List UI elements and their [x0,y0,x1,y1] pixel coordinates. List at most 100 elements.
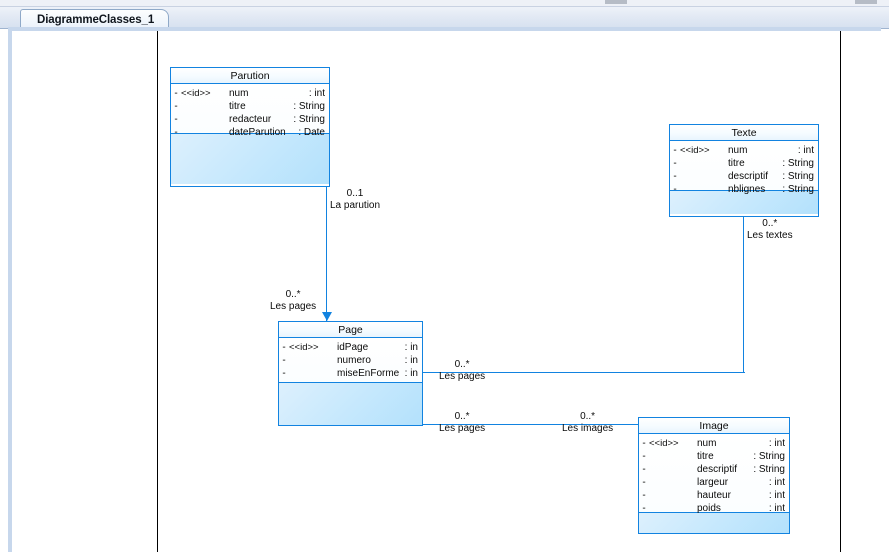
attribute-row: - dateParution : Date [171,126,329,139]
attribute-visibility: - [673,158,677,169]
attribute-name: titre [728,158,745,169]
tab-bar: DiagrammeClasses_1 [0,7,889,30]
class-attributes-image: - <<id>> num : int - titre : String - de… [639,434,789,514]
attribute-row: - <<id>> idPage : in [279,341,422,354]
attribute-name: titre [229,101,246,112]
arrow-parution-page [322,312,332,321]
assoc-multiplicity: 0..* [454,359,470,370]
assoc-multiplicity: 0..1 [346,188,364,199]
assoc-label-les-images[interactable]: 0..* Les images [562,411,613,435]
attribute-row: - titre : String [639,450,789,463]
assoc-label-les-pages-top[interactable]: 0..* Les pages [270,289,316,313]
attribute-name: poids [697,503,721,514]
tab-label: DiagrammeClasses_1 [37,14,155,26]
attribute-row: - nblignes : String [670,183,818,196]
attribute-type: : int [768,477,785,488]
attribute-type: : in [404,368,418,379]
class-operations-parution [171,134,329,184]
class-box-page[interactable]: Page - <<id>> idPage : in - numero : in … [278,321,423,426]
diagram-canvas[interactable]: Parution - <<id>> num : int - titre : St… [12,31,889,552]
class-box-texte[interactable]: Texte - <<id>> num : int - titre : Strin… [669,124,819,217]
attribute-type: : int [768,438,785,449]
attribute-name: numero [337,355,371,366]
attribute-visibility: - [174,88,178,99]
assoc-role: Les pages [439,371,486,382]
attribute-row: - titre : String [171,100,329,113]
class-operations-page [279,383,422,425]
attribute-visibility: - [642,464,646,475]
attribute-type: : in [404,342,418,353]
class-operations-texte [670,191,818,214]
assoc-label-les-pages-middle[interactable]: 0..* Les pages [439,359,485,383]
attribute-visibility: - [282,342,286,353]
attribute-stereotype: <<id>> [680,145,710,156]
attribute-type: : String [782,158,814,169]
attribute-name: descriptif [697,464,738,475]
connector-page-texte-horizontal[interactable] [423,372,745,374]
assoc-label-les-textes[interactable]: 0..* Les textes [747,218,793,242]
attribute-visibility: - [642,451,646,462]
attribute-name: num [728,145,748,156]
class-attributes-parution: - <<id>> num : int - titre : String - re… [171,84,329,138]
attribute-type: : String [293,101,325,112]
attribute-type: : String [782,171,814,182]
attribute-visibility: - [282,355,286,366]
attribute-name: num [229,88,249,99]
attribute-visibility: - [642,503,646,514]
attribute-row: - redacteur : String [171,113,329,126]
assoc-multiplicity: 0..* [454,411,470,422]
tab-diagramme-classes-1[interactable]: DiagrammeClasses_1 [20,9,170,30]
attribute-row: - descriptif : String [639,463,789,476]
connector-page-texte-vertical[interactable] [743,217,745,373]
attribute-name: miseEnForme [337,368,400,379]
attribute-name: num [697,438,717,449]
attribute-name: nblignes [728,184,766,195]
attribute-row: - <<id>> num : int [639,437,789,450]
class-title-parution: Parution [171,68,329,84]
attribute-type: : int [308,88,325,99]
class-box-image[interactable]: Image - <<id>> num : int - titre : Strin… [638,417,790,534]
attribute-type: : int [768,490,785,501]
attribute-visibility: - [174,101,178,112]
attribute-name: titre [697,451,714,462]
class-operations-image [639,513,789,533]
page-margin-guide-left [157,31,158,552]
assoc-multiplicity: 0..* [580,411,596,422]
class-attributes-texte: - <<id>> num : int - titre : String - de… [670,141,818,195]
assoc-role: Les images [562,423,614,434]
class-title-page: Page [279,322,422,338]
assoc-role: Les textes [747,230,793,241]
attribute-type: : String [293,114,325,125]
attribute-name: descriptif [728,171,769,182]
attribute-type: : String [782,184,814,195]
assoc-label-les-pages-bottom[interactable]: 0..* Les pages [439,411,485,435]
attribute-name: idPage [337,342,369,353]
attribute-type: : in [404,355,418,366]
connector-page-image[interactable] [423,424,638,426]
attribute-type: : Date [298,127,325,138]
attribute-visibility: - [174,114,178,125]
attribute-stereotype: <<id>> [649,438,679,449]
attribute-stereotype: <<id>> [289,342,319,353]
assoc-multiplicity: 0..* [762,218,778,229]
attribute-row: - largeur : int [639,476,789,489]
attribute-name: dateParution [229,127,286,138]
attribute-row: - miseEnForme : in [279,367,422,380]
attribute-type: : int [797,145,814,156]
attribute-type: : String [753,464,785,475]
class-attributes-page: - <<id>> idPage : in - numero : in - mis… [279,338,422,383]
class-box-parution[interactable]: Parution - <<id>> num : int - titre : St… [170,67,330,187]
toolbar-remnant-right [855,0,877,4]
attribute-visibility: - [642,438,646,449]
assoc-role: Les pages [439,423,486,434]
attribute-visibility: - [673,171,677,182]
assoc-label-la-parution[interactable]: 0..1 La parution [330,188,380,212]
connector-parution-page[interactable] [326,186,328,321]
attribute-visibility: - [673,184,677,195]
attribute-type: : String [753,451,785,462]
attribute-row: - <<id>> num : int [670,144,818,157]
page-margin-guide-right [840,31,841,552]
window-top-strip [0,0,889,7]
attribute-name: largeur [697,477,729,488]
